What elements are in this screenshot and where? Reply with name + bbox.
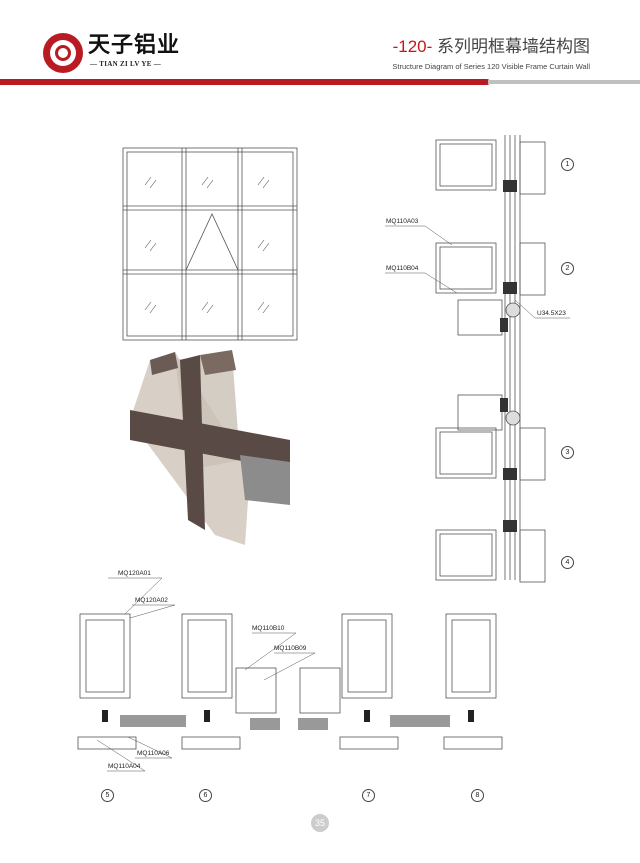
elevation-diagram [122,147,298,341]
marker-8: 8 [471,789,484,802]
label-mq110b09: MQ110B09 [274,645,307,652]
series-number: -120- [392,37,433,56]
header-divider-grey [488,80,640,84]
logo-text-cn: 天子铝业 [88,32,181,58]
vertical-section-diagram [385,135,570,583]
marker-3: 3 [561,446,574,459]
label-mq110b10: MQ110B10 [252,625,285,632]
label-mq110b04: MQ110B04 [386,265,419,272]
label-mq110a06: MQ110A06 [137,750,170,757]
label-u34-5x23: U34.5X23 [537,310,566,317]
marker-6: 6 [199,789,212,802]
label-mq120a01: MQ120A01 [118,570,151,577]
horizontal-section-diagram [77,577,503,772]
marker-7: 7 [362,789,375,802]
3d-frame-render [130,350,290,545]
page-subtitle: Structure Diagram of Series 120 Visible … [392,62,590,71]
page-title: -120- 系列明框幕墙结构图 [393,37,590,57]
marker-5: 5 [101,789,114,802]
marker-2: 2 [561,262,574,275]
logo-text-en: — TIAN ZI LV YE — [90,60,162,68]
label-mq110a04: MQ110A04 [108,763,141,770]
title-cn: 系列明框幕墙结构图 [437,37,590,56]
page-number: 35 [311,814,329,832]
label-mq110a03: MQ110A03 [386,218,419,225]
header-divider-red [0,79,490,85]
label-mq120a02: MQ120A02 [135,597,168,604]
logo [43,33,83,73]
marker-4: 4 [561,556,574,569]
logo-emblem-icon [55,45,71,61]
marker-1: 1 [561,158,574,171]
